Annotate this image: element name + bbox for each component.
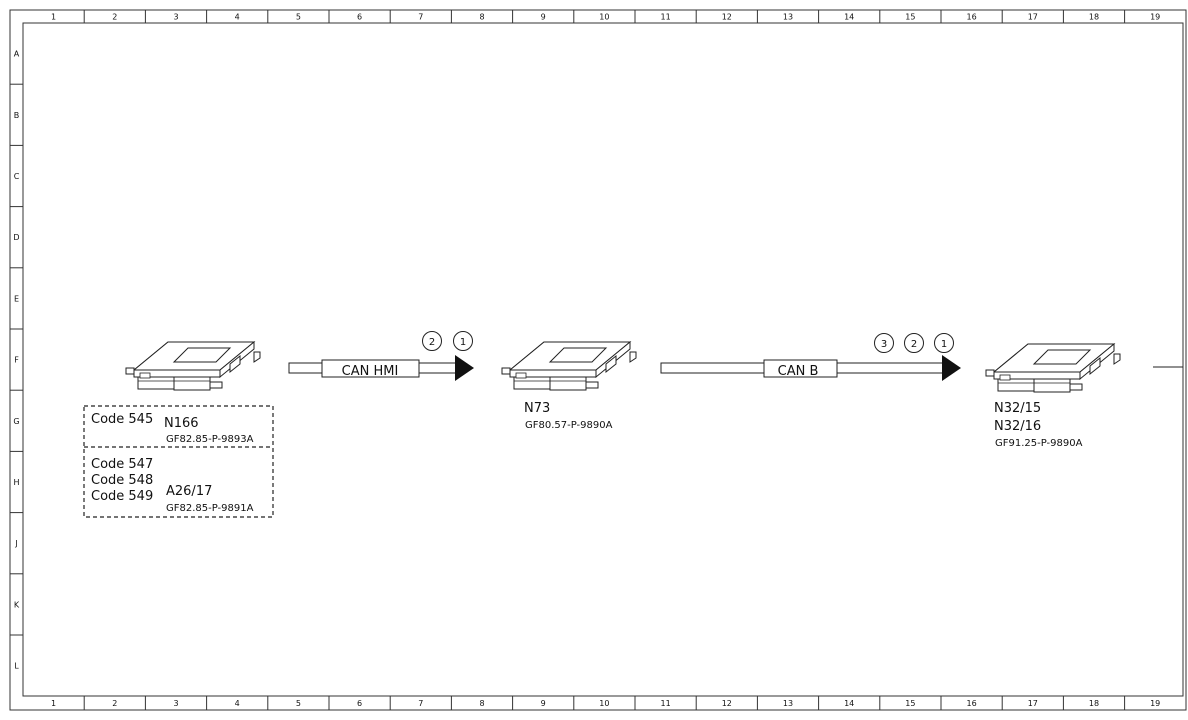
n166-code-label: Code 545 (91, 412, 153, 427)
grid-column-label: 4 (235, 13, 240, 22)
grid-column-label: 15 (905, 13, 915, 22)
grid-row-label: B (14, 111, 20, 120)
n166-control-unit-icon (125, 341, 261, 399)
grid-column-label: 18 (1089, 13, 1099, 22)
grid-column-label: 3 (173, 699, 178, 708)
grid-row-label: A (14, 50, 20, 59)
grid-column-label: 11 (661, 699, 671, 708)
grid-column-label: 18 (1089, 699, 1099, 708)
grid-column-label: 14 (844, 13, 854, 22)
grid-row-label: H (13, 478, 19, 487)
grid-row-label: G (13, 417, 19, 426)
can-b-marker-1: 1 (941, 339, 947, 350)
n32-15-name-label: N32/15 (994, 401, 1041, 416)
grid-row-label: C (14, 172, 20, 181)
grid-column-label: 11 (661, 13, 671, 22)
grid-column-label: 10 (599, 699, 609, 708)
grid-column-label: 3 (173, 13, 178, 22)
can-hmi-marker-1: 1 (460, 337, 466, 348)
grid-column-label: 2 (112, 699, 117, 708)
n32-control-unit-icon (985, 343, 1121, 401)
can-b-marker-3: 3 (881, 339, 887, 350)
grid-column-label: 17 (1028, 13, 1038, 22)
n32-16-name-label: N32/16 (994, 419, 1041, 434)
grid-row-label: E (14, 294, 19, 303)
grid-column-label: 13 (783, 699, 793, 708)
grid-row-label: L (14, 662, 19, 671)
n73-control-unit-icon (501, 341, 637, 399)
grid-row-label: J (14, 539, 17, 548)
can-hmi-marker-2: 2 (429, 337, 435, 348)
grid-column-label: 9 (541, 13, 546, 22)
outer-frame (9, 9, 1187, 711)
grid-row-label: D (13, 233, 19, 242)
grid-row-label: K (14, 600, 20, 609)
n73-ref-link[interactable]: GF80.57-P-9890A (525, 420, 613, 431)
grid-column-label: 14 (844, 699, 854, 708)
n166-ref-link[interactable]: GF82.85-P-9893A (166, 434, 254, 445)
grid-column-label: 5 (296, 13, 301, 22)
grid-column-label: 1 (51, 13, 56, 22)
grid-column-label: 6 (357, 699, 362, 708)
grid-column-label: 12 (722, 699, 732, 708)
can-hmi-label: CAN HMI (342, 364, 399, 379)
grid-column-label: 6 (357, 13, 362, 22)
grid-column-label: 4 (235, 699, 240, 708)
n73-name-label: N73 (524, 401, 550, 416)
a2617-ref-link[interactable]: GF82.85-P-9891A (166, 503, 254, 514)
code-option-dashed-box (83, 405, 274, 518)
can-b-label: CAN B (778, 364, 819, 379)
grid-row-labels-left: A B C D E F G H J K L (10, 50, 23, 671)
a2617-code-label-2: Code 548 (91, 473, 153, 488)
grid-column-label: 9 (541, 699, 546, 708)
grid-column-label: 13 (783, 13, 793, 22)
grid-column-label: 16 (967, 699, 977, 708)
can-b-bus: CAN B 3 2 1 (660, 333, 961, 381)
grid-column-label: 5 (296, 699, 301, 708)
grid-column-label: 10 (599, 13, 609, 22)
n166-name-label: N166 (164, 416, 199, 431)
grid-column-label: 2 (112, 13, 117, 22)
grid-column-label: 1 (51, 699, 56, 708)
grid-column-label: 7 (418, 13, 423, 22)
grid-column-label: 19 (1150, 699, 1160, 708)
a2617-code-label-3: Code 549 (91, 489, 153, 504)
grid-column-label: 8 (479, 13, 484, 22)
grid-column-label: 15 (905, 699, 915, 708)
grid-column-label: 16 (967, 13, 977, 22)
grid-column-label: 19 (1150, 13, 1160, 22)
grid-column-label: 7 (418, 699, 423, 708)
can-b-marker-2: 2 (911, 339, 917, 350)
n32-ref-link[interactable]: GF91.25-P-9890A (995, 438, 1083, 449)
inner-frame (22, 22, 1184, 697)
a2617-name-label: A26/17 (166, 484, 212, 499)
grid-column-label: 8 (479, 699, 484, 708)
grid-column-label: 12 (722, 13, 732, 22)
can-hmi-bus: CAN HMI 2 1 (288, 331, 474, 381)
grid-column-label: 17 (1028, 699, 1038, 708)
grid-row-label: F (14, 356, 19, 365)
a2617-code-label-1: Code 547 (91, 457, 153, 472)
